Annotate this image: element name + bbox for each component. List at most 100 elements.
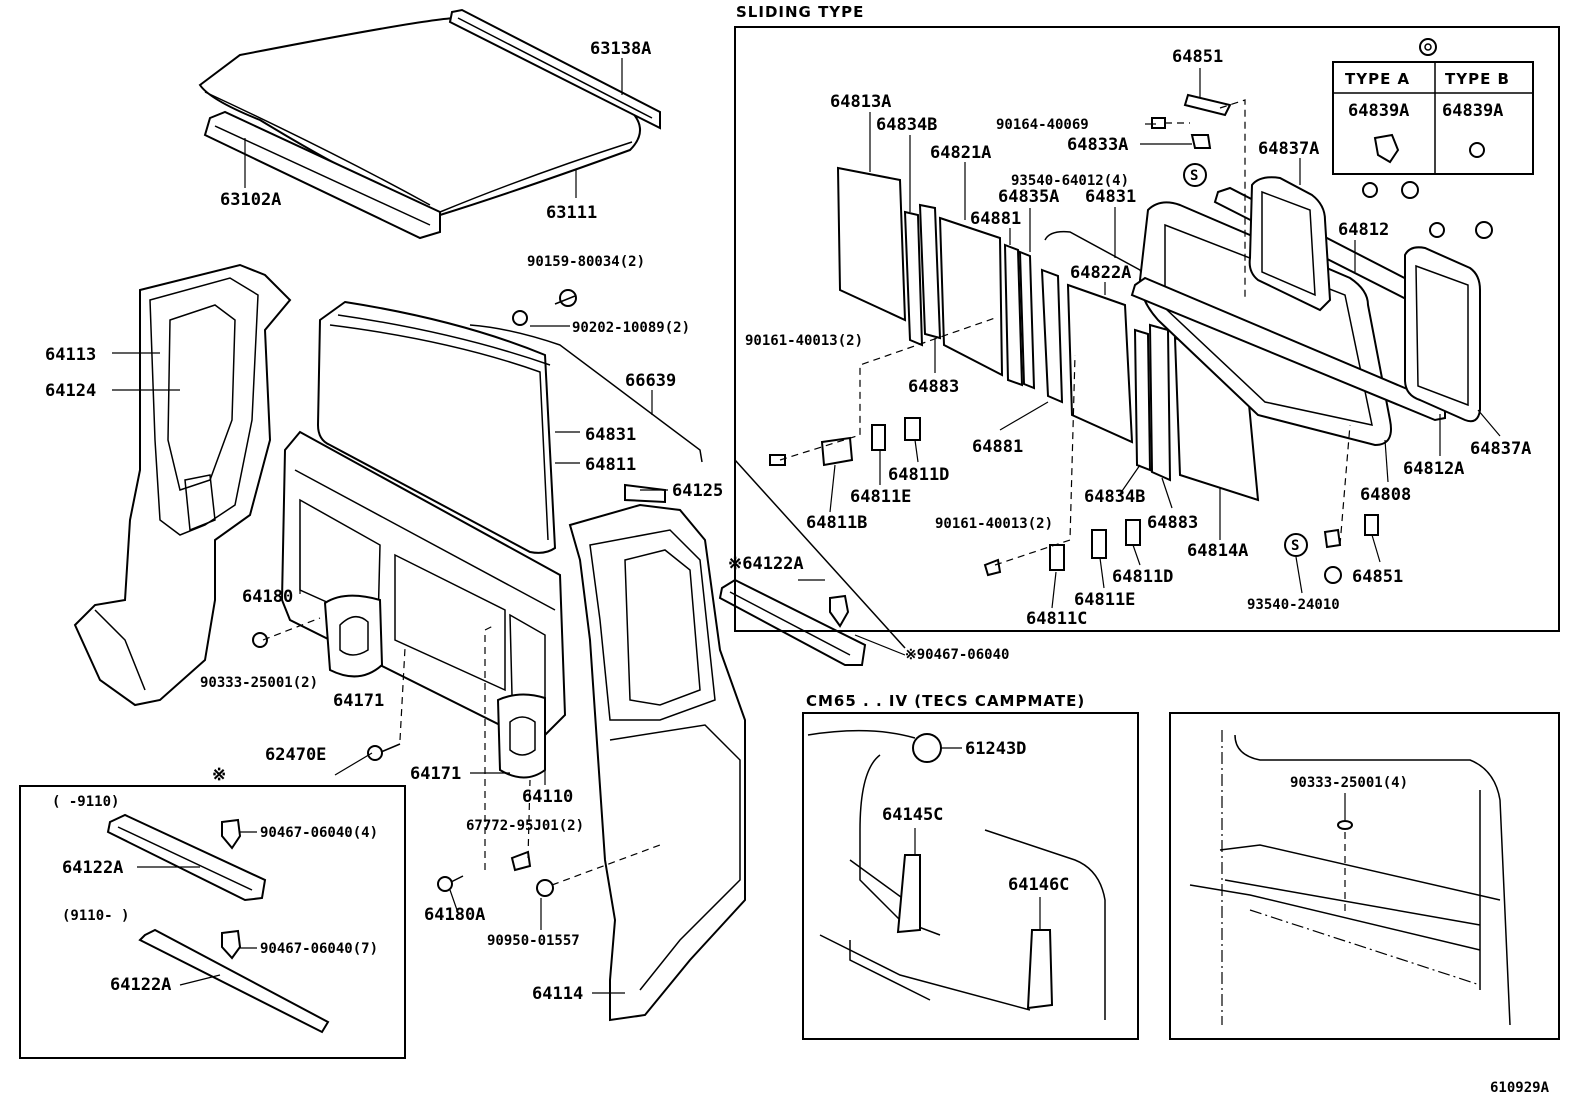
label-90333: 90333-25001(2) bbox=[200, 675, 318, 691]
labels: SLIDING TYPE CM65 . . IV (TECS CAMPMATE)… bbox=[45, 3, 1550, 1096]
bracket-64833A bbox=[1190, 134, 1212, 149]
label-64110: 64110 bbox=[522, 787, 573, 807]
label-63138A: 63138A bbox=[590, 39, 651, 59]
label-s64822A: 64822A bbox=[1070, 263, 1131, 283]
washer-right-3 bbox=[1429, 222, 1445, 238]
label-s64881-top: 64881 bbox=[970, 209, 1021, 229]
screw-90161-bot bbox=[983, 558, 1002, 577]
channel-64883-top bbox=[918, 203, 942, 340]
label-64171-a: 64171 bbox=[333, 691, 384, 711]
guide-line bbox=[779, 317, 996, 461]
bottom-right-box bbox=[1169, 712, 1560, 1040]
label-64171-b: 64171 bbox=[410, 764, 461, 784]
range-label-1: ( -9110) bbox=[52, 794, 119, 810]
label-63111: 63111 bbox=[546, 203, 597, 223]
label-63102A: 63102A bbox=[220, 190, 281, 210]
label-64122A-star: ※64122A bbox=[728, 554, 804, 574]
label-c64145C: 64145C bbox=[882, 805, 943, 825]
label-s64811C: 64811C bbox=[1026, 609, 1087, 629]
sliding-type-box bbox=[734, 26, 1560, 632]
clip-67772 bbox=[510, 850, 532, 872]
label-s93540-4: 93540-64012(4) bbox=[1011, 173, 1129, 189]
inset-clip-2 bbox=[221, 929, 242, 960]
glass-64813A bbox=[836, 166, 907, 322]
right-quarter-panel bbox=[568, 503, 746, 1022]
clip-type-a bbox=[1373, 133, 1400, 164]
label-box-64122A-1: 64122A bbox=[62, 858, 123, 878]
stop-64811E-bot bbox=[1091, 529, 1107, 559]
label-s64808: 64808 bbox=[1360, 485, 1411, 505]
guide-line bbox=[262, 617, 321, 641]
label-s64811E-top: 64811E bbox=[850, 487, 911, 507]
label-s90161-top: 90161-40013(2) bbox=[745, 333, 863, 349]
frame-64808 bbox=[1138, 201, 1392, 447]
label-s64851-top: 64851 bbox=[1172, 47, 1223, 67]
asterisk-mark: ※ bbox=[212, 765, 226, 785]
leaders bbox=[112, 58, 1501, 994]
label-64831: 64831 bbox=[585, 425, 636, 445]
washer-right-4 bbox=[1475, 221, 1493, 239]
strip-64881-top bbox=[1003, 243, 1024, 387]
label-67772: 67772-95J01(2) bbox=[466, 818, 584, 834]
glass-64822A bbox=[1066, 283, 1134, 444]
label-s90164: 90164-40069 bbox=[996, 117, 1089, 133]
washer-right-1 bbox=[1362, 182, 1378, 198]
label-90950: 90950-01557 bbox=[487, 933, 580, 949]
label-s64835A: 64835A bbox=[998, 187, 1059, 207]
label-s64813A: 64813A bbox=[830, 92, 891, 112]
washer-right-2 bbox=[1401, 181, 1419, 199]
guide-line bbox=[1219, 99, 1246, 300]
s-mark-top-letter: S bbox=[1190, 168, 1198, 184]
label-s64834B-bot: 64834B bbox=[1084, 487, 1145, 507]
label-c61243D: 61243D bbox=[965, 739, 1026, 759]
label-s64811D-bot: 64811D bbox=[1112, 567, 1173, 587]
strip-64881-mid bbox=[1040, 268, 1064, 404]
rail-64812A bbox=[1130, 276, 1446, 422]
channel-64834B-bot bbox=[1133, 328, 1152, 472]
s-mark-top bbox=[1183, 163, 1207, 187]
label-s93540-24010: 93540-24010 bbox=[1247, 597, 1340, 613]
nut-90950 bbox=[536, 879, 554, 897]
label-s64812A: 64812A bbox=[1403, 459, 1464, 479]
glass-64821A bbox=[938, 216, 1004, 377]
frame-64831 bbox=[1044, 230, 1151, 293]
label-66639: 66639 bbox=[625, 371, 676, 391]
label-s64839A-a: 64839A bbox=[1348, 101, 1409, 121]
label-s64837A-bot: 64837A bbox=[1470, 439, 1531, 459]
label-64124: 64124 bbox=[45, 381, 96, 401]
label-s64837A-top: 64837A bbox=[1258, 139, 1319, 159]
clip-type-b bbox=[1469, 142, 1485, 158]
campmate-box bbox=[802, 712, 1139, 1040]
label-s64811D-top: 64811D bbox=[888, 465, 949, 485]
panel-64171-lower bbox=[496, 693, 546, 779]
label-s64812: 64812 bbox=[1338, 220, 1389, 240]
nut-90333 bbox=[252, 632, 268, 648]
clip-90467 bbox=[829, 594, 850, 628]
label-s64811B: 64811B bbox=[806, 513, 867, 533]
label-box-64122A-2: 64122A bbox=[110, 975, 171, 995]
label-s64833A: 64833A bbox=[1067, 135, 1128, 155]
plug-64180A bbox=[437, 875, 464, 892]
stop-64811C bbox=[1049, 544, 1065, 571]
stop-64811D-bot bbox=[1125, 519, 1141, 546]
gasket-64837A-bot bbox=[1404, 246, 1481, 423]
wire-66639 bbox=[469, 324, 703, 463]
label-s64883-bot: 64883 bbox=[1147, 513, 1198, 533]
s-mark-bot bbox=[1284, 533, 1308, 557]
roof-rail-63102A bbox=[203, 110, 441, 240]
label-90467-star: ※90467-06040 bbox=[905, 647, 1009, 663]
label-64180: 64180 bbox=[242, 587, 293, 607]
panel-64171-upper bbox=[323, 594, 384, 678]
fastener-90202 bbox=[512, 310, 528, 326]
stop-64811B bbox=[820, 436, 854, 467]
type-table bbox=[1332, 61, 1534, 175]
inset-sill-1 bbox=[106, 813, 267, 902]
left-quarter-panel bbox=[73, 263, 292, 707]
roof-rail-63138A bbox=[448, 8, 661, 130]
screw-90161-top bbox=[769, 454, 786, 466]
guide-line bbox=[399, 647, 406, 741]
trim-64125 bbox=[624, 483, 666, 504]
type-b-header: TYPE B bbox=[1445, 70, 1510, 88]
sliding-type-heading: SLIDING TYPE bbox=[736, 3, 864, 21]
stop-64811E-top bbox=[871, 424, 886, 451]
